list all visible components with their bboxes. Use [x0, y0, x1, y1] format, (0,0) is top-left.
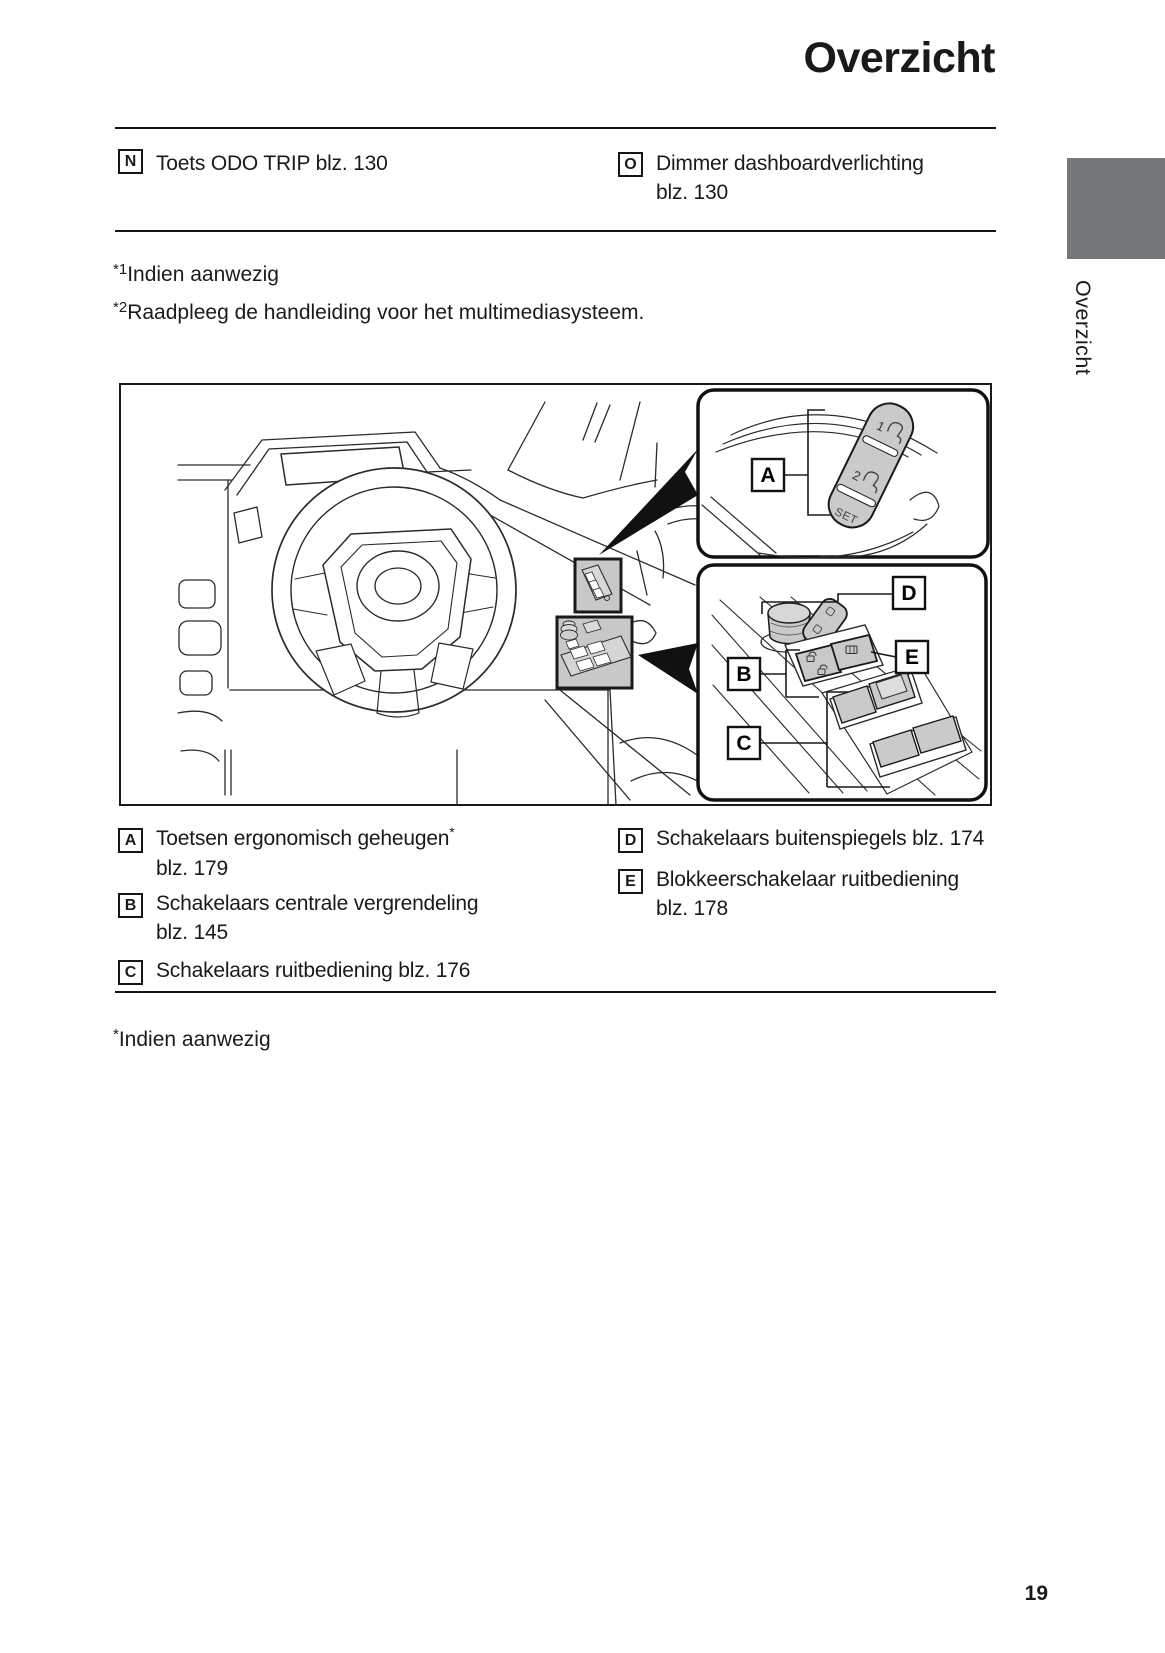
footnote-1: *1Indien aanwezig [113, 261, 279, 287]
legend-text-b-line1: Schakelaars centrale vergrendeling [156, 892, 479, 915]
callout-line-c [760, 691, 890, 788]
key-box-d: D [618, 828, 643, 853]
central-lock-switch [794, 643, 843, 683]
callout-letter-e: E [905, 646, 919, 669]
legend-text-n: Toets ODO TRIP blz. 130 [156, 152, 388, 175]
footnote-2-text: Raadpleeg de handleiding voor het multim… [127, 301, 645, 324]
footnote-3-marker: * [113, 1026, 119, 1043]
seat-icon-1 [886, 421, 904, 445]
divider-legend [115, 230, 996, 232]
key-box-b: B [118, 893, 143, 918]
callout-line-d [761, 593, 893, 614]
window-switches-upper [829, 671, 923, 730]
key-letter-o: O [624, 155, 637, 173]
chapter-tab-label: Overzicht [1071, 280, 1095, 376]
chapter-tab [1067, 158, 1165, 259]
arrow-to-seat-memory-location [599, 449, 698, 555]
legend-text-b: Schakelaars centrale vergrendeling blz. … [156, 890, 479, 947]
inset-seat-memory: 1 2 SET A [696, 388, 990, 559]
footnote-1-text: Indien aanwezig [127, 263, 279, 286]
divider-top [115, 127, 996, 129]
legend-text-o-line2: blz. 130 [656, 180, 728, 204]
door-lines [489, 499, 702, 801]
callout-letter-a: A [760, 464, 775, 487]
legend-text-d: Schakelaars buitenspiegels blz. 174 [656, 827, 985, 850]
footnote-3: *Indien aanwezig [113, 1026, 271, 1052]
footnote-2-marker: *2 [113, 299, 128, 316]
arrow-to-door-switches-location [638, 643, 698, 694]
key-letter-d: D [624, 831, 637, 849]
legend-text-b-line2: blz. 145 [156, 920, 228, 944]
legend-text-a-line1: Toetsen ergonomisch geheugen* [156, 824, 455, 850]
steering-wheel [271, 467, 517, 718]
callout-line-b [760, 649, 819, 698]
callout-box-a: A [750, 457, 786, 493]
callout-box-e: E [894, 639, 930, 675]
divider-bottom [115, 991, 996, 993]
legend-text-c: Schakelaars ruitbediening blz. 176 [156, 959, 471, 982]
a-pillar-lines [507, 401, 720, 525]
key-box-o: O [618, 152, 643, 177]
callout-letter-d: D [901, 582, 916, 605]
footnote-1-marker: *1 [113, 261, 128, 278]
seat-memory-switch: 1 2 SET [827, 402, 915, 529]
highlight-box-seat-memory [573, 557, 623, 614]
legend-text-o: Dimmer dashboardverlichting blz. 130 [656, 150, 924, 207]
seat-memory-bracket [807, 409, 841, 516]
legend-text-a: Toetsen ergonomisch geheugen* blz. 179 [156, 824, 455, 883]
key-box-c: C [118, 960, 143, 985]
window-switches-lower [869, 715, 967, 778]
mirror-knob [760, 602, 814, 653]
key-letter-n: N [124, 152, 137, 170]
callout-letter-b: B [736, 663, 751, 686]
key-letter-b: B [124, 896, 137, 914]
legend-text-e-line1: Blokkeerschakelaar ruitbediening [656, 868, 959, 891]
inset-door-controls: D E B C [696, 563, 988, 802]
callout-box-c: C [726, 725, 762, 761]
legend-text-a-line2: blz. 179 [156, 856, 228, 880]
key-box-n: N [118, 149, 143, 174]
page-number: 19 [1024, 1582, 1048, 1605]
legend-text-o-line1: Dimmer dashboardverlichting [656, 152, 924, 175]
legend-text-e: Blokkeerschakelaar ruitbediening blz. 17… [656, 866, 959, 923]
legend-a-asterisk: * [449, 824, 455, 840]
page-title: Overzicht [803, 34, 996, 82]
key-letter-e: E [625, 872, 636, 890]
key-box-a: A [118, 828, 143, 853]
key-letter-c: C [124, 963, 137, 981]
window-lock-switch [829, 633, 879, 672]
illustration-border [119, 383, 992, 806]
legend-text-e-line2: blz. 178 [656, 896, 728, 920]
callout-letter-c: C [736, 732, 751, 755]
key-letter-a: A [124, 831, 137, 849]
highlight-box-door-switches [555, 615, 634, 690]
seat-icon-2 [862, 471, 879, 494]
dashboard-illustration: 1 2 SET A [119, 383, 992, 806]
callout-box-b: B [726, 656, 762, 692]
footnote-3-text: Indien aanwezig [118, 1028, 271, 1051]
callout-line-e [870, 651, 897, 658]
key-box-e: E [618, 869, 643, 894]
callout-box-d: D [891, 575, 927, 611]
footnote-2: *2Raadpleeg de handleiding voor het mult… [113, 299, 645, 325]
